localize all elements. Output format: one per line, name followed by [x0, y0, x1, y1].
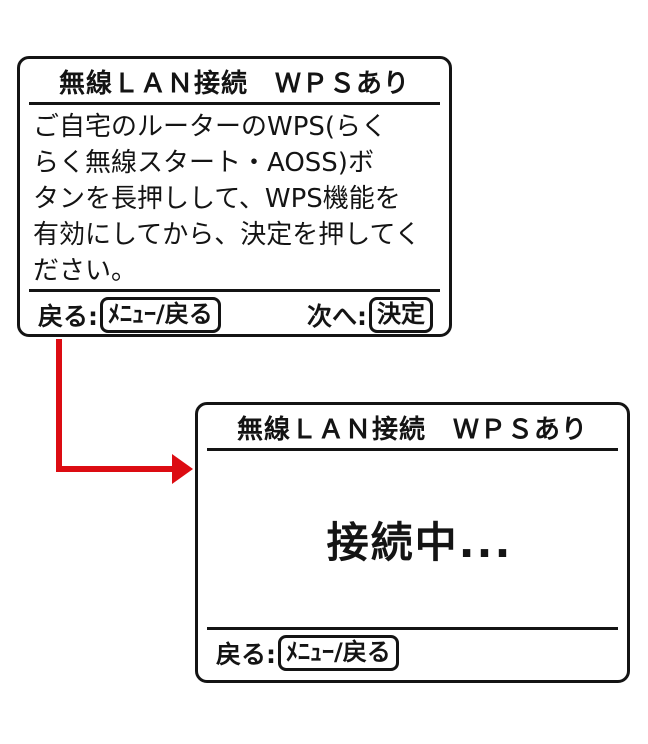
back-action-label: 戻る:: [38, 302, 98, 331]
instruction-text: ご自宅のルーターのWPS(らく らく無線スタート・AOSS)ボ タンを長押しして…: [20, 105, 449, 289]
flow-arrow-vertical-segment: [56, 339, 62, 472]
title-underline: [29, 102, 440, 105]
next-action-label: 次へ:: [307, 302, 367, 331]
screen-title: 無線ＬＡＮ接続 ＷＰＳあり: [236, 415, 588, 445]
menu-back-key-button: ﾒﾆｭｰ/戻る: [100, 297, 221, 333]
instruction-line: ださい。: [33, 256, 138, 286]
back-action-label: 戻る:: [216, 640, 276, 669]
menu-back-key-button: ﾒﾆｭｰ/戻る: [278, 635, 399, 671]
title-underline: [207, 448, 618, 451]
status-area: 接続中...: [198, 451, 627, 627]
softkey-bar-divider: [29, 289, 440, 292]
softkey-bar: 戻る: ﾒﾆｭｰ/戻る: [198, 630, 627, 680]
instruction-line: タンを長押しして、WPS機能を: [33, 184, 401, 214]
screen-title: 無線ＬＡＮ接続 ＷＰＳあり: [58, 69, 410, 99]
instruction-line: ご自宅のルーターのWPS(らく: [33, 112, 388, 142]
flow-arrow-head-icon: [172, 454, 193, 484]
softkey-bar: 戻る: ﾒﾆｭｰ/戻る 次へ: 決定: [20, 292, 449, 342]
connecting-status-text: 接続中...: [326, 517, 513, 567]
enter-key-button: 決定: [369, 297, 433, 333]
screen-wps-instructions: 無線ＬＡＮ接続 ＷＰＳあり ご自宅のルーターのWPS(らく らく無線スタート・A…: [17, 56, 452, 337]
screen-wps-connecting: 無線ＬＡＮ接続 ＷＰＳあり 接続中... 戻る: ﾒﾆｭｰ/戻る: [195, 402, 630, 683]
flow-arrow-horizontal-segment: [56, 466, 173, 472]
softkey-bar-divider: [207, 627, 618, 630]
instruction-line: らく無線スタート・AOSS)ボ: [33, 148, 374, 178]
instruction-line: 有効にしてから、決定を押してく: [33, 220, 421, 250]
